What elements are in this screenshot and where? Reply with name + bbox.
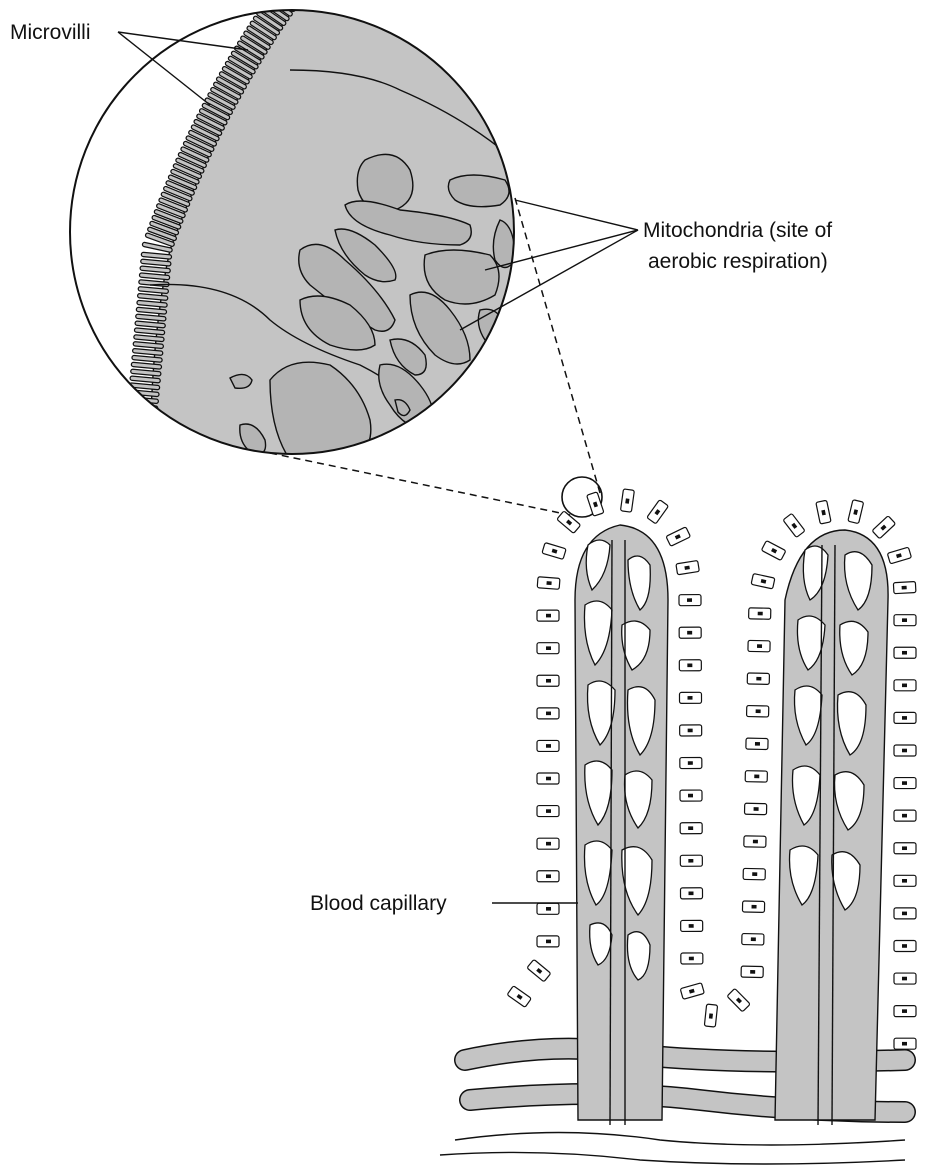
- magnified-cell-view: [70, 0, 560, 470]
- villi-tissue: [440, 489, 916, 1164]
- label-mitochondria-line2: aerobic respiration): [648, 250, 828, 273]
- villus-right-core: [775, 530, 888, 1120]
- label-blood-capillary: Blood capillary: [310, 892, 447, 915]
- label-mitochondria-line1: Mitochondria (site of: [643, 219, 832, 242]
- label-microvilli: Microvilli: [10, 21, 91, 44]
